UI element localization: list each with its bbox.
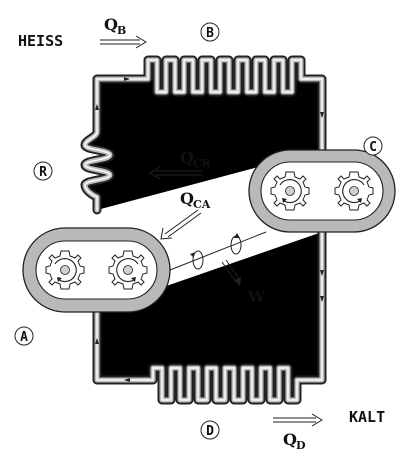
- kalt-label: KALT: [349, 408, 385, 426]
- cylinder-c: [248, 149, 396, 233]
- node-a: A: [14, 326, 34, 346]
- node-r-label: R: [39, 165, 47, 180]
- svg-text:Q: Q: [180, 189, 194, 208]
- node-a-label: A: [20, 330, 28, 345]
- svg-text:CA: CA: [193, 198, 211, 211]
- svg-text:D: D: [296, 439, 306, 452]
- node-c-label: C: [369, 140, 377, 155]
- flow-arrows: [95, 77, 324, 382]
- cylinder-a: [22, 227, 171, 313]
- qca-label: Q CA: [180, 189, 211, 211]
- work-label: W: [247, 288, 266, 306]
- node-r: R: [33, 161, 53, 181]
- heat-arrow-qcr: [149, 166, 202, 180]
- svg-text:Q: Q: [283, 430, 297, 449]
- svg-text:B: B: [117, 24, 126, 37]
- qb-label: Q B: [104, 15, 126, 37]
- node-b-label: B: [206, 26, 214, 41]
- node-d-label: D: [206, 424, 214, 439]
- heat-arrow-qd: [273, 413, 323, 427]
- svg-text:Q: Q: [180, 148, 194, 167]
- heat-arrow-qb: [100, 35, 147, 49]
- qcr-label: Q CR: [180, 148, 212, 170]
- svg-text:CR: CR: [193, 157, 212, 170]
- qd-label: Q D: [283, 430, 306, 452]
- work-shaft: [169, 231, 267, 286]
- node-b: B: [200, 22, 220, 42]
- heiss-label: HEISS: [18, 32, 63, 50]
- tube-loop: [85, 60, 322, 400]
- node-c: C: [363, 136, 383, 156]
- svg-text:Q: Q: [104, 15, 118, 34]
- heat-arrow-qca: [160, 209, 202, 240]
- node-d: D: [200, 420, 220, 440]
